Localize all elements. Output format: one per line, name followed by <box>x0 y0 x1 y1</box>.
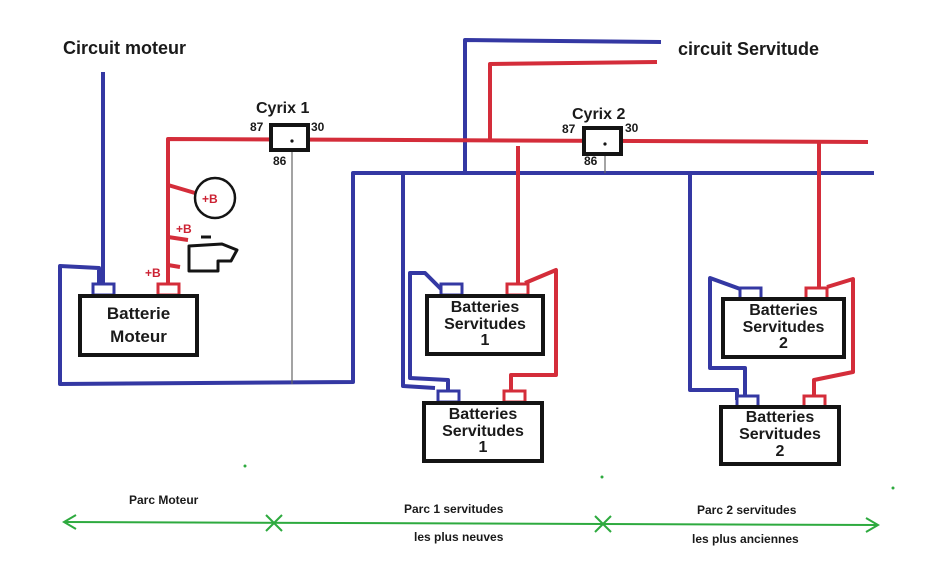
cyrix1-pin-30: 30 <box>311 120 325 134</box>
service-battery-1a: Batteries Servitudes 1 <box>425 294 545 356</box>
service-battery-1b-line3: 1 <box>478 439 488 457</box>
alternator-icon <box>193 176 237 220</box>
service-battery-2a-line3: 2 <box>779 335 788 353</box>
motor-circuit-title: Circuit moteur <box>63 38 187 58</box>
cyrix2-label: Cyrix 2 <box>572 106 626 123</box>
cyrix1-label: Cyrix 1 <box>256 100 310 117</box>
stray-dots <box>243 464 895 490</box>
zone-service2-label-line1: Parc 2 servitudes <box>697 503 797 517</box>
positive-bank2-jumper-wire <box>812 277 855 400</box>
positive-alternator-branch-wire <box>167 183 196 195</box>
motor-battery: Batterie Moteur <box>78 294 199 357</box>
alternator-plus-label: +B <box>202 192 218 206</box>
positive-bank1-jumper-wire <box>509 268 558 396</box>
zone-divider-line <box>63 521 879 526</box>
service-battery-1b-line2: Servitudes <box>442 422 524 440</box>
starter-motor-icon <box>187 235 239 273</box>
service-circuit-title: circuit Servitude <box>678 39 820 59</box>
cyrix1-pin-87: 87 <box>250 120 264 134</box>
motor-battery-line1: Batterie <box>106 303 171 323</box>
service-battery-2b-line2: Servitudes <box>739 426 821 444</box>
service-battery-1a-line3: 1 <box>480 332 490 350</box>
cyrix1-relay-body <box>269 123 310 152</box>
cyrix2-pin-86: 86 <box>584 154 598 168</box>
service-battery-2a-line2: Servitudes <box>742 318 825 336</box>
zone-motor-label: Parc Moteur <box>129 493 199 507</box>
service-battery-1b-line1: Batteries <box>448 405 518 423</box>
zone-divider-arrow <box>62 514 880 533</box>
zone-service1-label-line1: Parc 1 servitudes <box>404 502 504 516</box>
service-battery-2b-line1: Batteries <box>745 409 815 427</box>
zone-separator-1 <box>265 514 283 532</box>
negative-wires <box>58 38 874 400</box>
positive-main-bus-wire <box>166 137 869 284</box>
relay-sense-wires <box>291 150 606 384</box>
cyrix2-pin-87: 87 <box>562 122 576 136</box>
negative-bank2-jumper-wire <box>708 276 747 396</box>
zone-service2-label-line2: les plus anciennes <box>692 532 799 546</box>
service-battery-1a-line1: Batteries <box>450 298 520 316</box>
service-battery-2a: Batteries Servitudes 2 <box>721 297 846 359</box>
negative-bank1-jumper-wire <box>408 271 450 396</box>
positive-service-circuit-wire <box>488 60 658 139</box>
zone-service1-label-line2: les plus neuves <box>414 530 504 544</box>
service-battery-2a-line1: Batteries <box>749 301 818 319</box>
service-battery-2b-line3: 2 <box>775 442 785 460</box>
cyrix1-pin-86: 86 <box>273 154 287 168</box>
battery-plus-label: +B <box>145 266 161 280</box>
negative-service-circuit-wire <box>463 38 662 173</box>
service-battery-1b: Batteries Servitudes 1 <box>422 401 544 463</box>
zone-separator-2 <box>594 515 612 533</box>
negative-common-return-wire <box>58 171 874 386</box>
cyrix2-relay-body <box>582 126 623 156</box>
negative-bank1-top-wire <box>401 173 436 390</box>
service-battery-2b: Batteries Servitudes 2 <box>719 405 841 466</box>
positive-battery-branch-wire <box>167 263 181 269</box>
left-arrowhead <box>62 514 77 530</box>
cyrix2-pin-30: 30 <box>625 121 639 135</box>
right-arrowhead <box>865 517 880 533</box>
service-battery-1a-line2: Servitudes <box>444 315 526 333</box>
positive-wires <box>166 60 869 400</box>
positive-starter-branch-wire <box>167 235 189 242</box>
starter-plus-label: +B <box>176 222 192 236</box>
motor-battery-line2: Moteur <box>110 326 167 346</box>
